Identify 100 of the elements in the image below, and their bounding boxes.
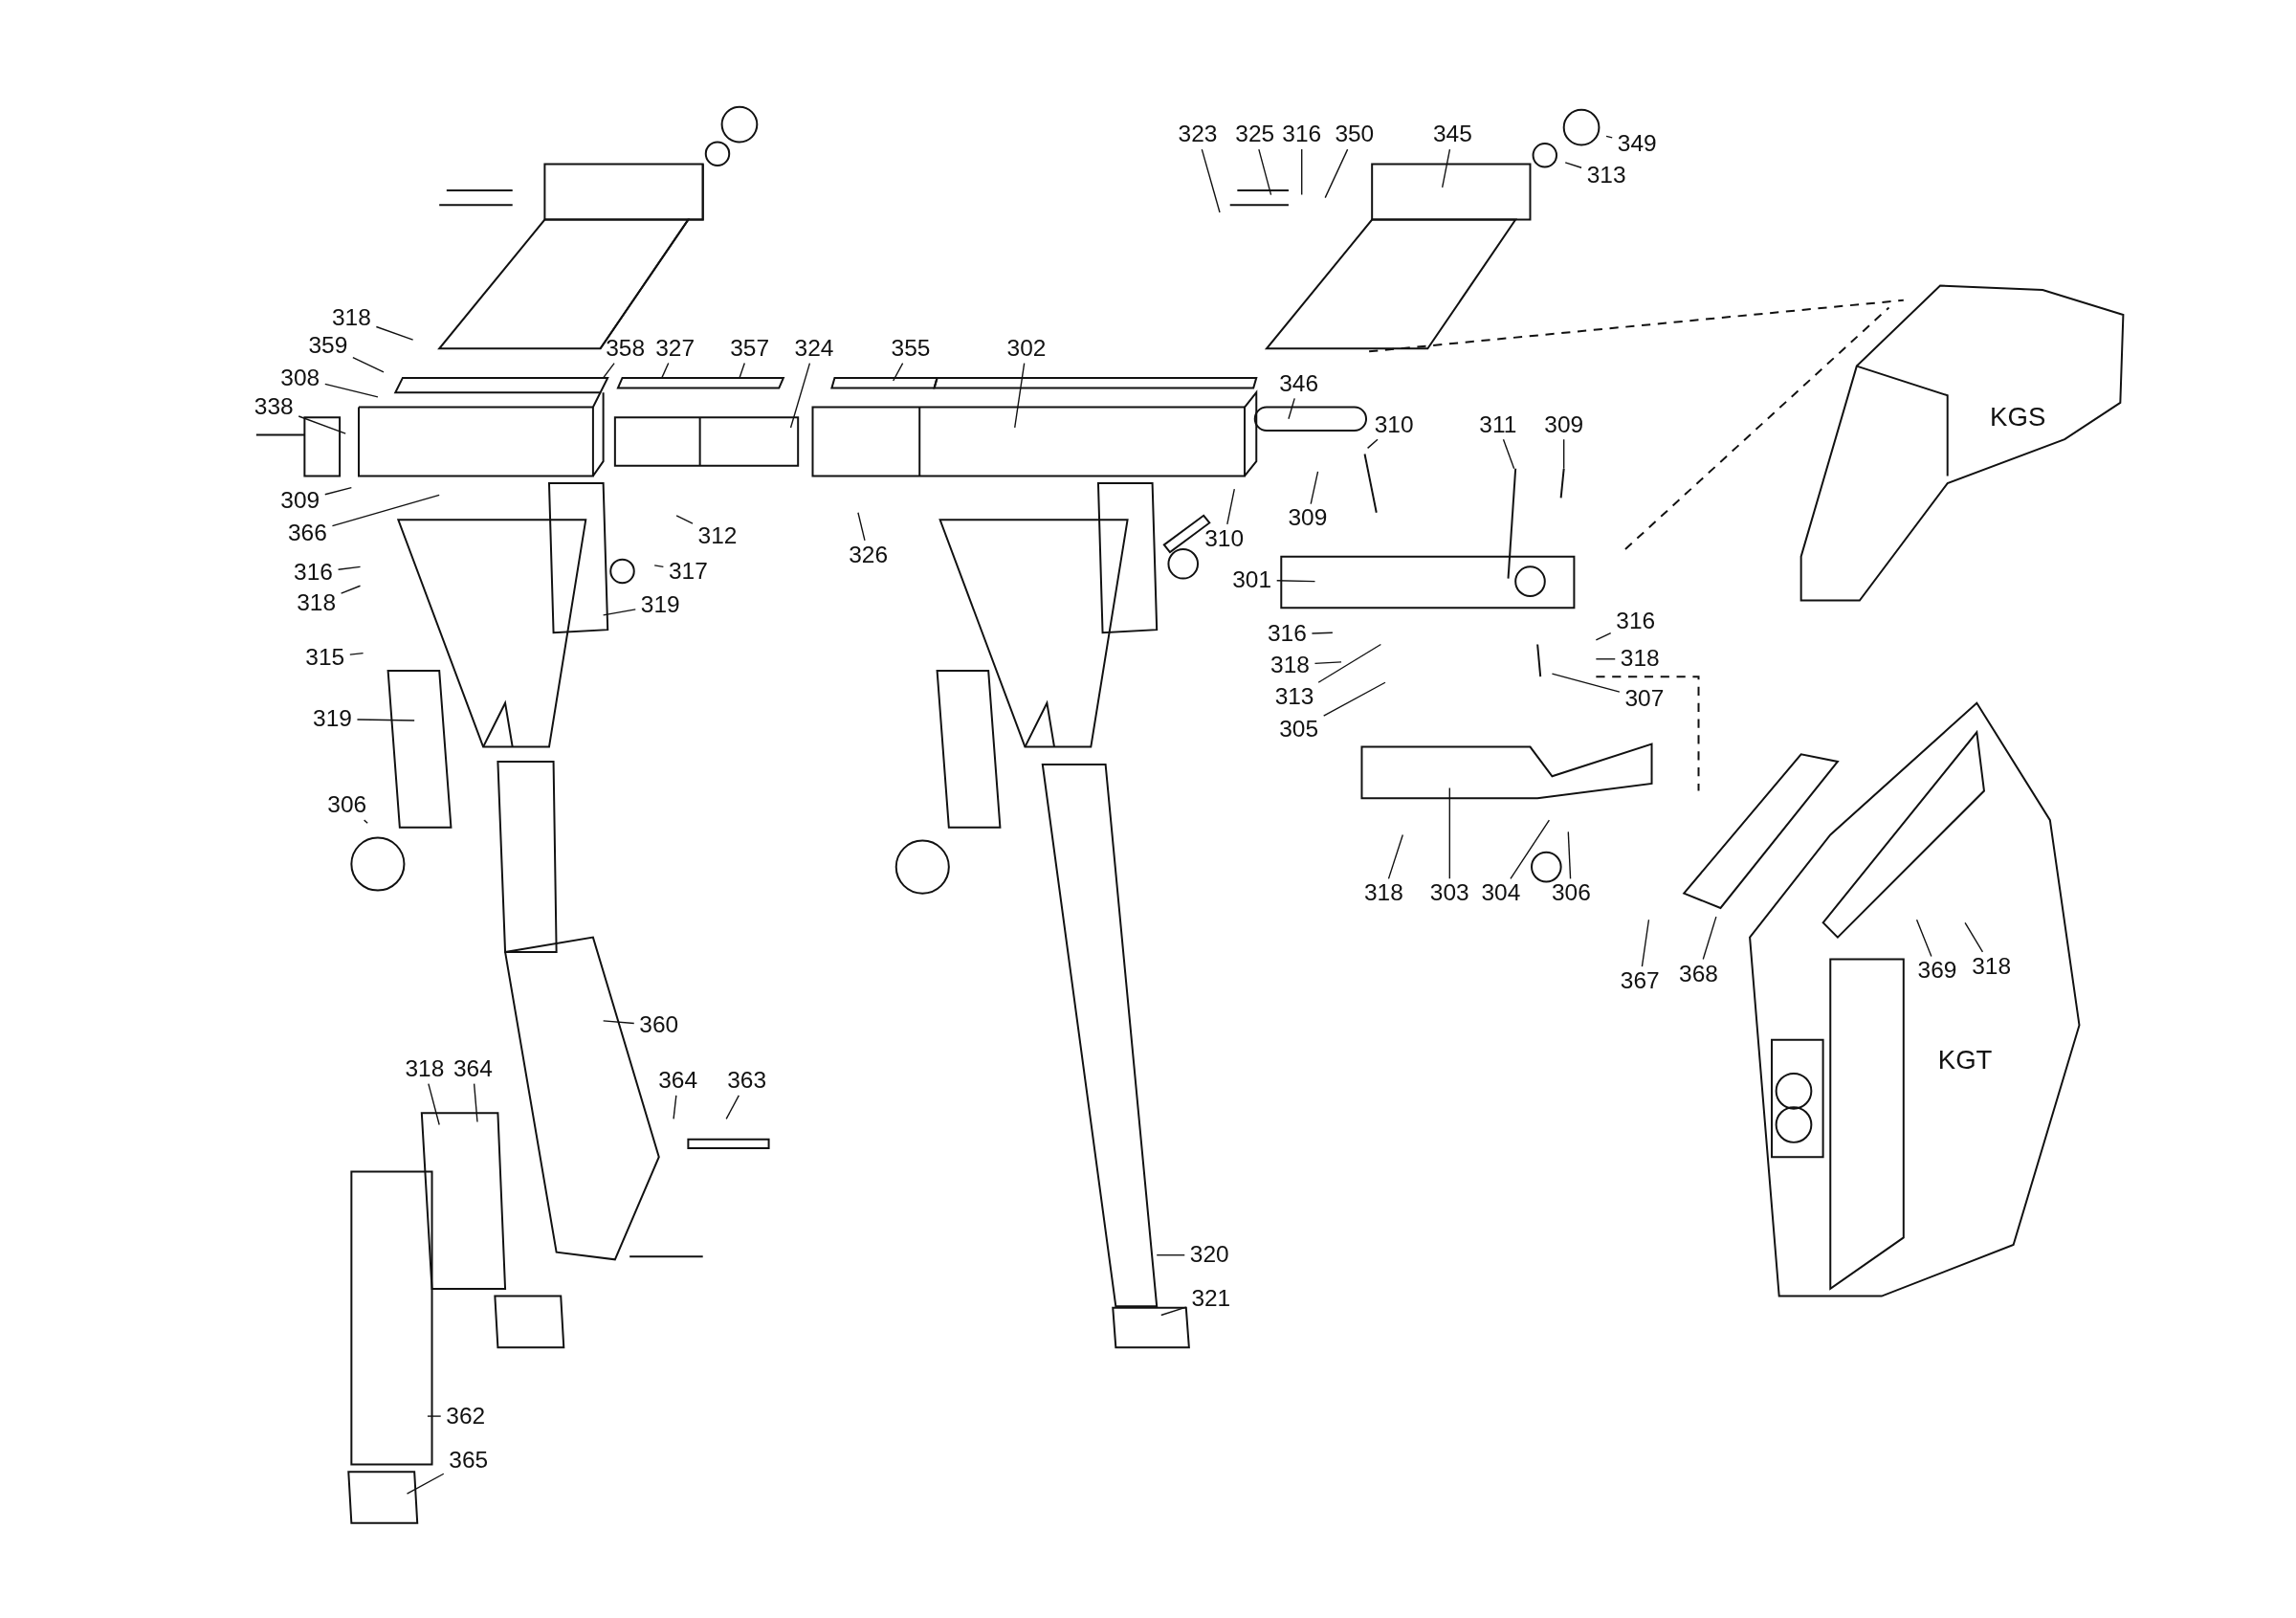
leader-line [340,585,362,594]
leader-line [857,512,866,542]
leader-line [673,1095,677,1120]
callout-number: 312 [697,523,738,548]
callout-number: 318 [405,1057,445,1081]
callout-number: 308 [280,366,320,390]
leader-line [1551,673,1621,693]
callout-number: 318 [1364,881,1403,905]
callout-number: 365 [449,1448,489,1473]
callout-number: 362 [446,1404,486,1429]
callout-number: 318 [1270,653,1310,677]
leader-line [661,362,670,379]
leader-line [1314,661,1342,665]
leader-line [356,719,415,721]
leader-line [298,415,346,434]
callout-number: 364 [453,1057,493,1081]
leader-line [1448,787,1450,880]
callout-number: 310 [1204,527,1245,551]
leader-line [1595,658,1616,660]
callout-number: 366 [288,521,327,545]
leader-line [1317,643,1382,683]
callout-number: 350 [1335,122,1375,147]
callout-number: 315 [305,646,345,670]
leader-line [1160,1306,1187,1317]
leader-line [406,1473,445,1495]
leader-line [1567,831,1572,880]
callout-number: 305 [1279,718,1319,742]
machine-label: KGS [1990,402,2046,433]
callout-number: 360 [639,1013,679,1037]
leader-line [1323,681,1386,717]
machine-label: KGT [1937,1045,1993,1076]
callout-number: 327 [655,337,695,361]
callout-number: 323 [1178,122,1218,147]
callout-number: 319 [313,707,352,731]
callout-number: 309 [1288,506,1328,531]
leader-line [324,487,353,496]
leader-line [602,1020,635,1025]
callout-number: 367 [1620,969,1660,993]
callout-number: 316 [1267,622,1307,646]
leader-line [352,356,385,373]
leader-line [675,515,694,524]
leader-line [602,609,636,616]
callout-number: 307 [1624,686,1665,711]
leader-line [739,362,745,379]
leader-line [1964,921,1984,953]
callout-number: 357 [730,337,770,361]
leader-line [789,362,811,429]
leader-line [1288,397,1295,420]
leader-line [1605,135,1613,139]
leader-line [1201,148,1221,213]
callout-number: 306 [327,793,367,818]
callout-number: 326 [849,543,889,567]
callout-number: 363 [727,1069,767,1093]
callout-number: 301 [1232,567,1272,592]
leader-line [1510,819,1551,880]
callout-number: 318 [331,305,371,330]
leader-line [602,362,615,379]
leader-line [1366,438,1379,450]
callout-number: 311 [1479,412,1517,437]
leader-line [473,1082,478,1123]
leader-line [428,1082,440,1126]
callout-number: 324 [794,337,834,361]
leader-line [1258,148,1272,196]
leader-line [1441,148,1451,188]
leader-line [1387,833,1403,880]
callout-number: 310 [1374,412,1414,437]
leader-line [1564,162,1582,168]
leader-line [1276,580,1316,583]
callout-number: 359 [308,334,348,358]
callout-number: 302 [1006,337,1047,361]
callout-number: 309 [1544,412,1584,437]
callout-number: 316 [1616,609,1656,633]
callout-number: 313 [1274,685,1314,709]
callout-number: 319 [640,592,680,617]
callout-number: 325 [1235,122,1275,147]
leader-line [363,819,368,824]
callout-number: 355 [891,337,931,361]
callout-number: 346 [1279,371,1319,396]
leader-line [1156,1254,1185,1256]
callout-number: 338 [254,395,294,419]
callout-number: 318 [1620,647,1660,671]
leader-line [1226,488,1235,525]
leader-line [324,383,379,398]
leader-line [1014,362,1026,429]
callout-number: 316 [1282,122,1322,147]
leader-line [1311,632,1334,634]
leader-line [331,494,440,527]
leader-line [1702,916,1717,961]
callout-number: 317 [668,559,708,584]
callout-number: 349 [1617,131,1657,156]
callout-number: 368 [1679,962,1718,986]
callout-number: 313 [1586,164,1626,188]
callout-number: 364 [658,1069,698,1093]
callout-number: 316 [294,561,333,585]
leader-line [375,325,414,341]
callout-number: 309 [280,489,320,513]
leader-line [349,652,364,655]
leader-line [725,1095,740,1120]
leader-line [427,1415,442,1417]
leader-line [337,565,362,570]
